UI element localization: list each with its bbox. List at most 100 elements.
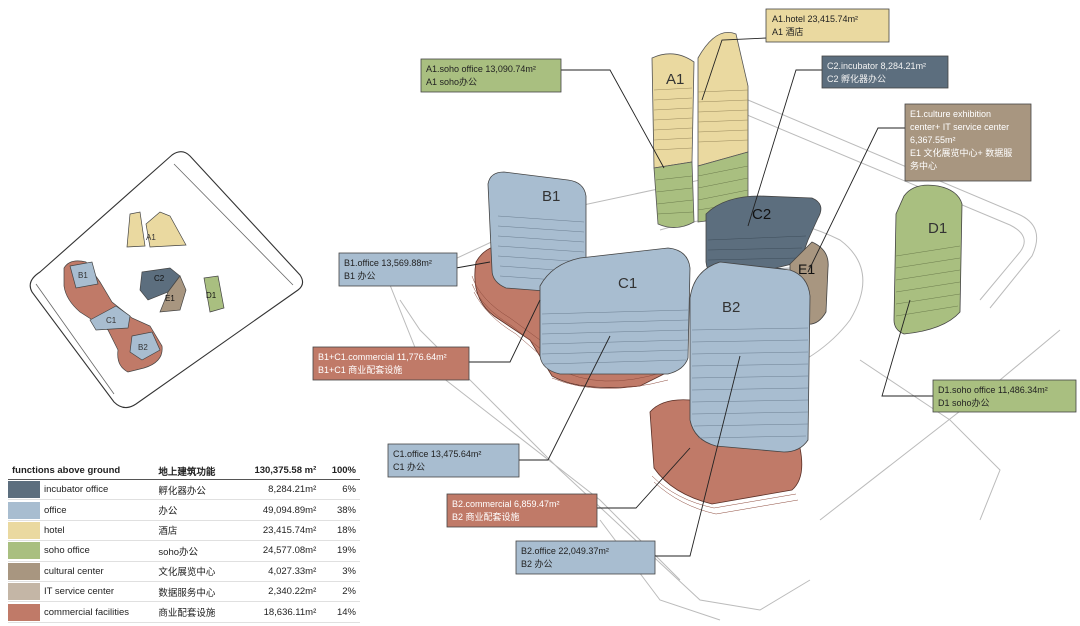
- callout-text: A1 soho办公: [426, 76, 477, 87]
- callout-b1c1-commercial: B1+C1.commercial 11,776.64m² B1+C1 商业配套设…: [312, 346, 470, 381]
- callout-b2-office: B2.office 22,049.37m² B2 办公: [515, 540, 656, 575]
- site-plan-inner-line: [35, 283, 115, 395]
- plan-b2-footprint: [129, 331, 161, 361]
- function-cn: 孵化器办公: [154, 479, 235, 501]
- function-pct: 19%: [320, 540, 360, 562]
- function-pct: 14%: [320, 601, 360, 623]
- site-plan: A1 B1 C1 B2 C2 E1 D1: [29, 151, 304, 409]
- function-area: 8,284.21m²: [234, 479, 321, 501]
- function-cn: 酒店: [154, 520, 235, 542]
- function-cn: 办公: [154, 499, 235, 521]
- building-label-b2: B2: [722, 299, 740, 316]
- function-pct: 3%: [320, 561, 360, 582]
- function-pct: 18%: [320, 520, 360, 542]
- table-row: office 办公 49,094.89m² 38%: [8, 499, 360, 521]
- function-area: 24,577.08m²: [234, 540, 321, 562]
- plan-label-a1: A1: [146, 233, 156, 242]
- table-row: soho office soho办公 24,577.08m² 19%: [8, 540, 360, 562]
- function-area: 23,415.74m²: [234, 520, 321, 542]
- table-header-label: functions above ground: [8, 462, 155, 480]
- color-swatch: [8, 540, 40, 562]
- callout-a1-soho: A1.soho office 13,090.74m² A1 soho办公: [420, 58, 562, 93]
- callout-text: D1 soho办公: [938, 397, 990, 408]
- plan-label-b1: B1: [78, 271, 88, 280]
- a1-hotel-east: [697, 32, 749, 167]
- c1-body: [539, 247, 691, 375]
- callout-text: E1 文化展览中心+ 数据服: [910, 147, 1012, 158]
- table-header-cn: 地上建筑功能: [154, 462, 235, 480]
- callout-text: E1.culture exhibition: [910, 109, 991, 119]
- function-pct: 2%: [320, 581, 360, 603]
- building-label-e1: E1: [798, 261, 815, 277]
- site-plan-outline: [29, 151, 304, 409]
- callout-text: B1 办公: [344, 270, 376, 281]
- callout-text: 6,367.55m²: [910, 135, 956, 145]
- function-pct: 6%: [320, 479, 360, 501]
- callout-text: B1.office 13,569.88m²: [344, 258, 432, 268]
- plan-label-d1: D1: [206, 291, 217, 300]
- function-area: 18,636.11m²: [234, 601, 321, 623]
- plan-e1-footprint: [159, 275, 187, 313]
- building-c1: C1: [539, 247, 691, 375]
- callout-text: B2 办公: [521, 558, 553, 569]
- table-row: incubator office 孵化器办公 8,284.21m² 6%: [8, 479, 360, 501]
- callout-text: C1 办公: [393, 461, 425, 472]
- color-swatch: [8, 601, 40, 623]
- callout-text: B2.office 22,049.37m²: [521, 546, 609, 556]
- plan-b1-footprint: [69, 261, 99, 289]
- callout-text: D1.soho office 11,486.34m²: [938, 385, 1048, 395]
- callout-c2-incubator: C2.incubator 8,284.21m² C2 孵化器办公: [821, 55, 949, 89]
- function-label: commercial facilities: [40, 601, 155, 623]
- building-label-b1: B1: [542, 188, 560, 205]
- plan-a1-footprint: [145, 211, 187, 248]
- callout-text: A1.soho office 13,090.74m²: [426, 64, 536, 74]
- color-swatch: [8, 520, 40, 542]
- function-label: incubator office: [40, 479, 155, 501]
- d1-body: [893, 184, 963, 335]
- plan-label-e1: E1: [165, 294, 175, 303]
- function-area: 2,340.22m²: [234, 581, 321, 603]
- plan-label-b2: B2: [138, 343, 148, 352]
- callout-b2-commercial: B2.commercial 6,859.47m² B2 商业配套设施: [446, 493, 598, 528]
- function-area: 4,027.33m²: [234, 561, 321, 582]
- table-row: IT service center 数据服务中心 2,340.22m² 2%: [8, 581, 360, 603]
- callout-text: C2 孵化器办公: [827, 73, 886, 84]
- table-header-area: 130,375.58 m²: [234, 462, 321, 480]
- building-label-c2: C2: [752, 206, 771, 223]
- callout-text: B2 商业配套设施: [452, 511, 520, 522]
- callout-text: C2.incubator 8,284.21m²: [827, 61, 926, 71]
- table-header-row: functions above ground 地上建筑功能 130,375.58…: [8, 462, 360, 480]
- table-row: hotel 酒店 23,415.74m² 18%: [8, 520, 360, 542]
- color-swatch: [8, 479, 40, 501]
- function-cn: soho办公: [154, 540, 235, 562]
- site-plan-inner-line: [173, 163, 294, 286]
- table-row: cultural center 文化展览中心 4,027.33m² 3%: [8, 561, 360, 582]
- plan-label-c1: C1: [106, 316, 117, 325]
- function-label: hotel: [40, 520, 155, 542]
- callout-text: center+ IT service center: [910, 122, 1009, 132]
- table-row: commercial facilities 商业配套设施 18,636.11m²…: [8, 601, 360, 623]
- table-header-pct: 100%: [320, 462, 360, 480]
- color-swatch: [8, 561, 40, 582]
- callout-text: B1+C1 商业配套设施: [318, 364, 402, 375]
- callout-text: B2.commercial 6,859.47m²: [452, 499, 560, 509]
- plan-a1-footprint: [126, 211, 146, 248]
- a1-soho-west: [653, 161, 695, 228]
- podium-b2-base: [649, 399, 803, 505]
- commercial-podium-b2: [649, 399, 803, 515]
- building-b2: B2: [689, 261, 811, 453]
- color-swatch: [8, 499, 40, 521]
- building-a1: A1: [651, 32, 749, 228]
- color-swatch: [8, 581, 40, 603]
- function-label: IT service center: [40, 581, 155, 603]
- plan-d1-footprint: [203, 275, 225, 313]
- building-label-d1: D1: [928, 220, 947, 237]
- callout-d1-soho: D1.soho office 11,486.34m² D1 soho办公: [932, 379, 1077, 413]
- function-cn: 商业配套设施: [154, 601, 235, 623]
- callout-b1-office: B1.office 13,569.88m² B1 办公: [338, 252, 458, 287]
- function-label: cultural center: [40, 561, 155, 582]
- building-c2: C2: [705, 195, 822, 281]
- function-cn: 数据服务中心: [154, 581, 235, 603]
- plan-c1-footprint: [89, 305, 131, 331]
